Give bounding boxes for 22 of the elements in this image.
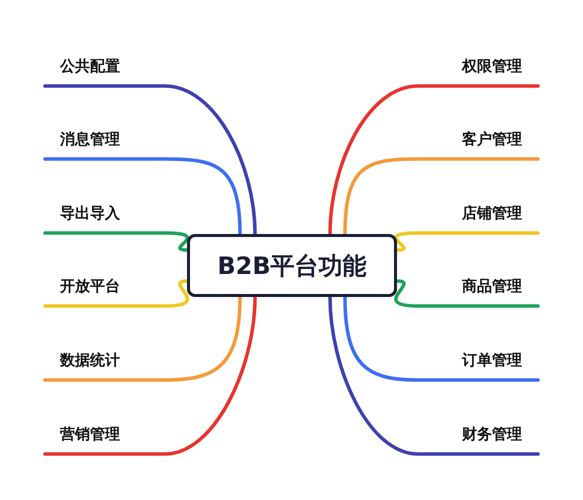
topic-label: 商品管理: [462, 276, 522, 296]
central-topic: B2B平台功能: [217, 250, 367, 282]
topic-label: 店铺管理: [462, 203, 522, 223]
topic-label: 权限管理: [462, 56, 522, 76]
topic-label: 营销管理: [60, 424, 120, 444]
topic-label: 订单管理: [462, 350, 522, 370]
topic-label: 客户管理: [462, 129, 522, 149]
branch-line: [343, 295, 540, 382]
branch-line: [343, 157, 540, 236]
branch-line: [43, 157, 242, 236]
topic-label: 开放平台: [60, 276, 120, 296]
topic-label: 公共配置: [60, 56, 120, 76]
topic-label: 导出导入: [60, 203, 120, 223]
branch-line: [43, 84, 257, 236]
branch-line: [328, 84, 540, 236]
central-topic-box: [187, 234, 397, 297]
branch-line: [43, 295, 242, 382]
topic-label: 财务管理: [462, 424, 522, 444]
topic-label: 数据统计: [60, 350, 120, 370]
topic-label: 消息管理: [60, 129, 120, 149]
branch-line: [328, 295, 540, 456]
branch-line: [43, 295, 257, 456]
